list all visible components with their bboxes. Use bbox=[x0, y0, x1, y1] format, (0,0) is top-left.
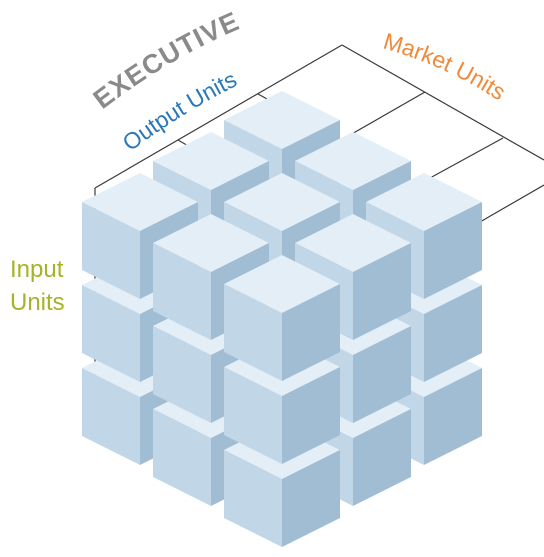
cube-left-face bbox=[224, 284, 282, 381]
cube-left-face bbox=[224, 450, 282, 547]
cube bbox=[224, 255, 340, 381]
cube-left-face bbox=[153, 326, 211, 423]
frame-line bbox=[349, 91, 426, 136]
frame-line bbox=[429, 137, 504, 179]
cube-left-face bbox=[82, 285, 140, 382]
cube-left-face bbox=[224, 367, 282, 464]
cube-right-face bbox=[353, 409, 411, 506]
cube-grid bbox=[82, 91, 482, 547]
cube-right-face bbox=[282, 284, 340, 381]
cube-right-face bbox=[282, 367, 340, 464]
cube-right-face bbox=[424, 285, 482, 382]
cube-right-face bbox=[424, 368, 482, 465]
cube-right-face bbox=[353, 326, 411, 423]
frame-line bbox=[479, 184, 544, 223]
frame-line bbox=[94, 44, 343, 189]
cube-right-face bbox=[424, 202, 482, 299]
cube-left-face bbox=[82, 368, 140, 465]
cube-right-face bbox=[353, 243, 411, 340]
cube-left-face bbox=[153, 243, 211, 340]
frame-line bbox=[341, 44, 544, 161]
cube-left-face bbox=[153, 409, 211, 506]
cube-left-face bbox=[82, 202, 140, 299]
cube-right-face bbox=[282, 450, 340, 547]
input-units-label-line2: Units bbox=[10, 289, 65, 316]
input-units-label-line1: Input bbox=[10, 256, 64, 283]
market-units-label: Market Units bbox=[381, 28, 511, 105]
